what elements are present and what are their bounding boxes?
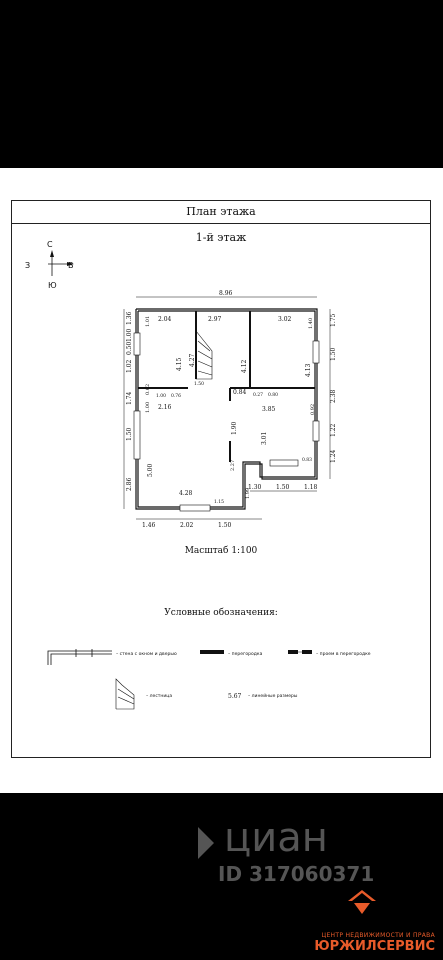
dim-top-left: 2.04 — [158, 316, 172, 323]
legend-stairs-symbol — [115, 678, 135, 710]
dim-bottom-6: 1.18 — [304, 484, 318, 491]
dim-small-062: 0.62 — [145, 384, 151, 395]
dim-left-1: 1.36 — [126, 311, 133, 325]
agency-brand: ЦЕНТР НЕДВИЖИМОСТИ И ПРАВА ЮРЖИЛСЕРВИС — [314, 932, 435, 954]
dim-right-1: 1.75 — [330, 313, 337, 327]
legend-opening-symbol — [288, 650, 312, 654]
agency-logo-icon — [348, 890, 376, 914]
dim-small-100b: 1.00 — [145, 402, 151, 413]
compass-west: З — [25, 261, 30, 270]
dim-small-115: 1.15 — [214, 499, 224, 505]
agency-name: ЮРЖИЛСЕРВИС — [314, 939, 435, 954]
dim-small-080: 0.80 — [268, 392, 278, 398]
title-box: План этажа — [12, 201, 430, 224]
legend-title: Условные обозначения: — [164, 608, 278, 618]
dim-small-027: 0.27 — [253, 392, 263, 398]
plan-frame: План этажа 1-й этаж С Ю З В — [11, 200, 431, 758]
dim-stair-415: 4.15 — [176, 357, 183, 371]
dim-room-500: 5.00 — [147, 463, 154, 477]
dim-bottom-4: 1.30 — [248, 484, 262, 491]
dim-room-412: 4.12 — [241, 359, 248, 373]
windows — [133, 332, 320, 512]
dim-left-7: 2.86 — [126, 477, 133, 491]
dim-top-mid: 2.97 — [208, 316, 222, 323]
dim-small-101: 1.01 — [145, 316, 151, 327]
dim-left-4: 1.00 — [126, 328, 133, 342]
compass-east: В — [68, 261, 74, 270]
dim-small-092: 0.92 — [310, 404, 316, 415]
agency-tagline: ЦЕНТР НЕДВИЖИМОСТИ И ПРАВА — [321, 932, 435, 939]
watermark-brand: циан — [224, 815, 328, 861]
legend-stairs-label: – лестница — [146, 694, 172, 699]
dim-bottom-3: 1.50 — [218, 522, 232, 529]
dim-small-199: 1.99 — [245, 488, 251, 499]
compass: С Ю З В — [25, 240, 74, 290]
dim-room-216: 2.16 — [158, 404, 172, 411]
dim-room-428: 4.28 — [179, 490, 193, 497]
bottom-black-band: циан ID 317060371 ЦЕНТР НЕДВИЖИМОСТИ И П… — [0, 793, 443, 960]
dim-small-076: 0.76 — [171, 393, 181, 399]
dim-room-301: 3.01 — [261, 432, 268, 445]
dimension-lines — [123, 296, 331, 520]
cian-watermark: циан ID 317060371 — [198, 815, 374, 885]
legend-size-sample: 5.67 — [228, 693, 242, 700]
dim-bottom-1: 1.46 — [142, 522, 156, 529]
scale-label: Масштаб 1:100 — [184, 546, 258, 556]
top-black-band — [0, 0, 443, 168]
outer-walls — [135, 308, 318, 510]
legend-wall-symbol — [47, 649, 112, 665]
dim-small-100: 1.00 — [156, 393, 166, 399]
stairs — [195, 330, 213, 380]
dim-room-413: 4.13 — [305, 363, 312, 377]
dim-right-2: 1.50 — [330, 347, 337, 361]
dim-room-385: 3.85 — [262, 406, 276, 413]
dim-right-5: 1.24 — [330, 449, 337, 463]
dim-left-2: 1.02 — [126, 359, 133, 373]
dim-small-140: 1.40 — [308, 318, 314, 329]
dim-stair-427: 4.27 — [189, 353, 196, 367]
floor-plan-sheet: План этажа 1-й этаж С Ю З В — [0, 168, 443, 793]
dim-left-6: 1.50 — [126, 427, 133, 441]
dim-top-right: 3.02 — [278, 316, 292, 323]
partitions — [138, 311, 315, 462]
legend-size-label: – линейные размеры — [248, 692, 298, 699]
dim-small-083: 0.83 — [302, 457, 312, 463]
plan-title: План этажа — [186, 205, 256, 218]
dim-overall-width: 8.96 — [219, 290, 233, 297]
dim-right-4: 1.22 — [330, 423, 337, 437]
dim-right-3: 2.38 — [330, 389, 337, 403]
dim-bottom-5: 1.50 — [276, 484, 290, 491]
watermark-id: ID 317060371 — [218, 862, 374, 885]
cian-logo-icon — [198, 827, 214, 859]
compass-south: Ю — [48, 281, 57, 290]
dim-left-5: 1.74 — [126, 391, 133, 405]
legend-partition-label: – перегородка — [228, 652, 263, 657]
floor-label: 1-й этаж — [195, 231, 247, 244]
legend-wall-label: – стена с окном и дверью — [116, 652, 177, 657]
legend-partition-symbol — [200, 650, 224, 654]
dim-room-084: 0.84 — [233, 389, 247, 396]
dim-bottom-2: 2.02 — [180, 522, 194, 529]
floor-plan-drawing: С Ю З В — [25, 240, 371, 710]
dim-small-227: 2.27 — [230, 460, 236, 471]
dim-room-190: 1.90 — [231, 421, 238, 435]
dim-small-150: 1.50 — [194, 381, 204, 387]
compass-north: С — [47, 240, 53, 249]
dim-left-3: 0.50 — [126, 341, 133, 355]
legend-opening-label: – проем в перегородке — [316, 652, 371, 657]
